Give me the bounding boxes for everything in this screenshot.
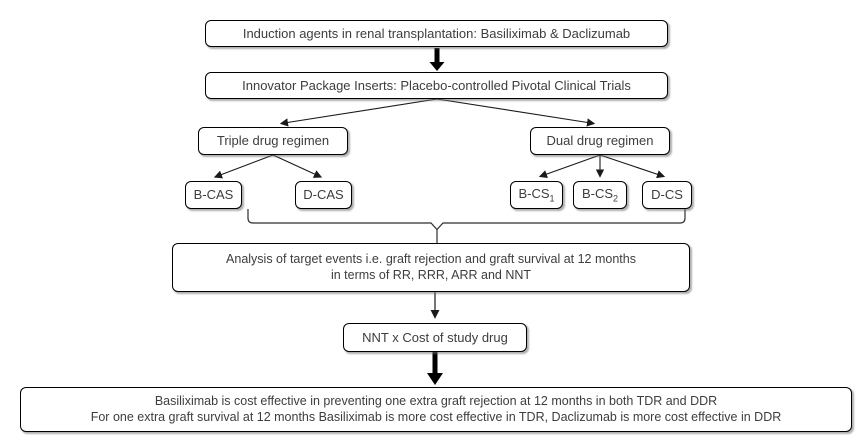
node-b-cs2-subscript: 2 xyxy=(613,193,619,204)
arrow-dual-to-bcs1 xyxy=(538,154,601,179)
node-innovator-package-inserts: Innovator Package Inserts: Placebo-contr… xyxy=(205,72,668,99)
node-b-cs1-subscript: 1 xyxy=(549,193,555,204)
node-b-cs1-label: B-CS1 xyxy=(518,186,554,204)
arrow-dual-to-dcs xyxy=(599,154,666,179)
node-conclusion-line1: Basiliximab is cost effective in prevent… xyxy=(154,394,718,409)
node-induction-agents: Induction agents in renal transplantatio… xyxy=(205,20,668,47)
bracket-to-analysis xyxy=(247,209,686,243)
arrow-triple-to-dcas xyxy=(272,154,323,178)
node-analysis-of-target-events: Analysis of target events i.e. graft rej… xyxy=(172,243,690,292)
node-b-cs2-label: B-CS2 xyxy=(582,186,618,204)
node-b-cs2-base: B-CS xyxy=(581,186,614,202)
node-b-cs1: B-CS1 xyxy=(510,181,563,209)
node-d-cas: D-CAS xyxy=(295,181,352,209)
node-d-cas-label: D-CAS xyxy=(303,187,344,203)
node-triple-drug-regimen: Triple drug regimen xyxy=(198,127,348,155)
arrow-induction-to-innovator xyxy=(429,48,445,71)
node-nnt-cost: NNT x Cost of study drug xyxy=(343,323,527,352)
node-d-cs: D-CS xyxy=(642,181,692,209)
node-innovator-package-inserts-label: Innovator Package Inserts: Placebo-contr… xyxy=(242,77,631,93)
arrow-nnt-to-conclusion xyxy=(427,352,443,385)
arrow-innovator-to-dual xyxy=(436,98,596,127)
node-analysis-line1: Analysis of target events i.e. graft rej… xyxy=(226,252,636,267)
node-b-cs1-base: B-CS xyxy=(518,186,550,202)
node-nnt-cost-label: NNT x Cost of study drug xyxy=(362,329,508,345)
node-conclusion-line2: For one extra graft survival at 12 month… xyxy=(90,409,782,424)
node-analysis-line2: in terms of RR, RRR, ARR and NNT xyxy=(330,267,532,282)
node-dual-drug-regimen: Dual drug regimen xyxy=(530,127,670,155)
node-d-cs-label: D-CS xyxy=(651,187,683,203)
node-conclusion: Basiliximab is cost effective in prevent… xyxy=(20,387,852,432)
node-b-cas-label: B-CAS xyxy=(193,187,234,203)
arrow-innovator-to-triple xyxy=(279,98,438,127)
node-b-cs2: B-CS2 xyxy=(573,181,627,209)
arrow-triple-to-bcas xyxy=(213,154,274,179)
node-induction-agents-label: Induction agents in renal transplantatio… xyxy=(242,25,631,41)
node-triple-drug-regimen-label: Triple drug regimen xyxy=(216,133,330,149)
node-b-cas: B-CAS xyxy=(185,181,242,209)
node-dual-drug-regimen-label: Dual drug regimen xyxy=(546,133,654,149)
